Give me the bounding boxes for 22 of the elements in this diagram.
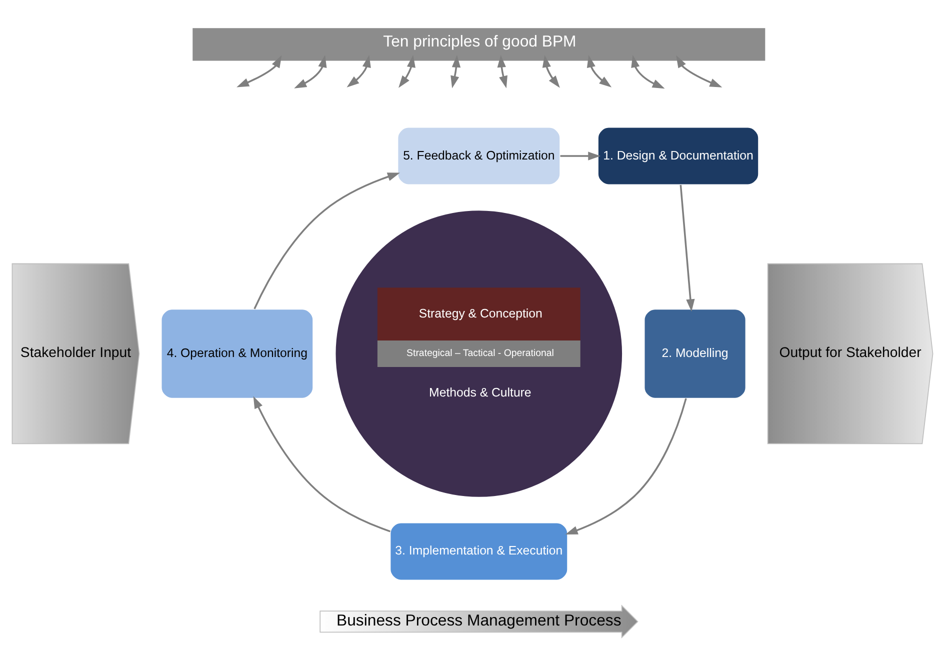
arrow xyxy=(346,54,371,87)
arrow xyxy=(680,184,695,312)
node-box: 1. Design & Documentation xyxy=(598,126,759,185)
node-box: 2. Modelling xyxy=(644,308,746,398)
node-box: 4. Operation & Monitoring xyxy=(160,308,314,398)
arrow xyxy=(254,172,400,309)
arrow xyxy=(631,54,665,88)
node-box: 3. Implementation & Execution xyxy=(390,522,568,580)
arrow xyxy=(676,54,722,87)
arrow xyxy=(450,54,461,88)
arrow xyxy=(560,151,601,160)
arrow xyxy=(236,54,282,87)
arrow xyxy=(586,54,612,87)
arrow xyxy=(565,398,687,534)
arrow xyxy=(294,54,327,88)
node-box: 5. Feedback & Optimization xyxy=(397,126,560,185)
node-box: Ten principles of good BPM xyxy=(192,28,766,60)
arrow xyxy=(253,396,391,532)
arrow xyxy=(497,54,508,88)
node-circle: Strategy & Conception Strategical – Tactical - Operational Methods & Culture xyxy=(334,209,623,498)
arrow xyxy=(542,54,560,88)
arrow xyxy=(398,54,416,88)
